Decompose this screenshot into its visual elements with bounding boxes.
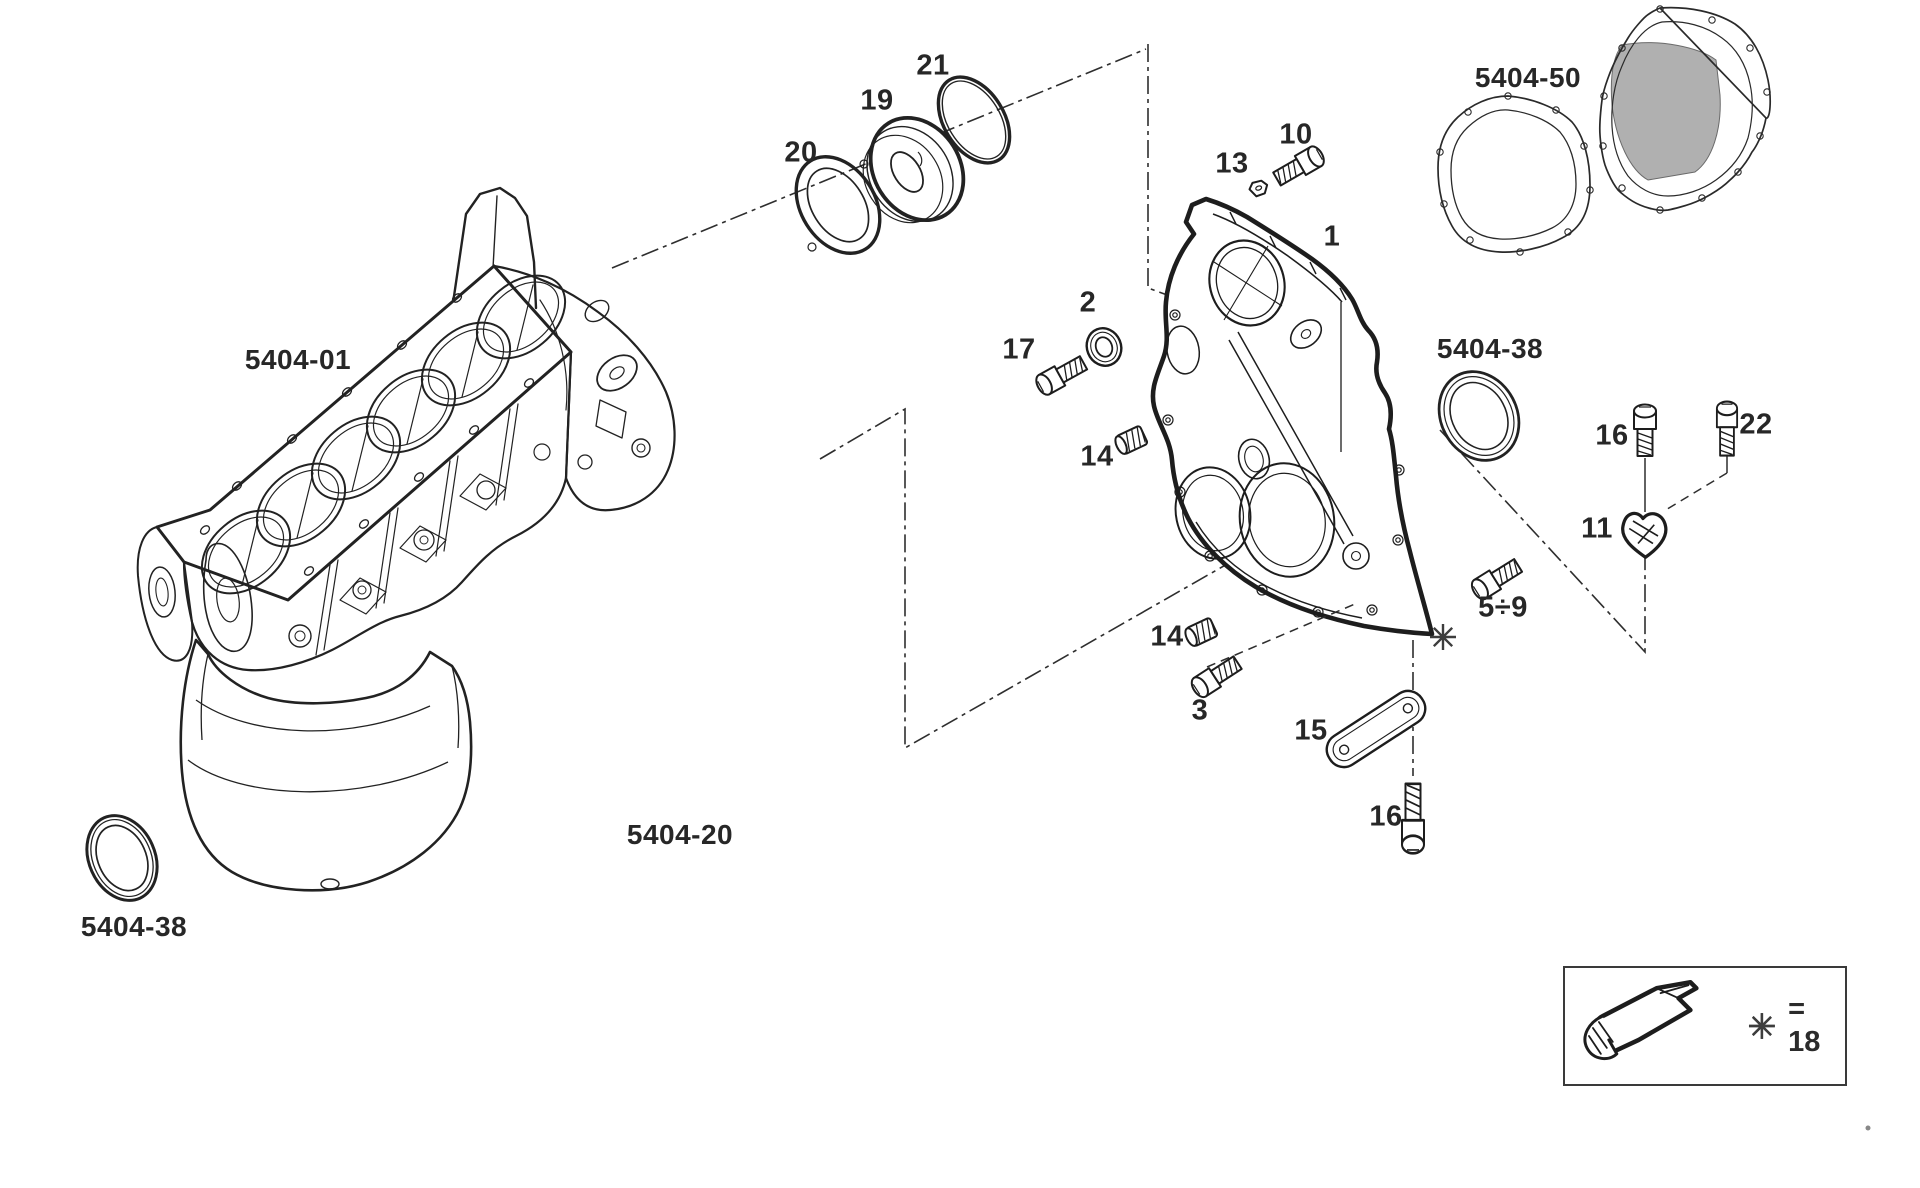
asterisk-mark-icon xyxy=(1428,622,1458,652)
bolt-16-bottom-drawing xyxy=(1400,782,1426,855)
gasket-5404-50-right-drawing xyxy=(1598,5,1772,214)
gasket-20-drawing xyxy=(794,155,882,255)
bolt-5-9-drawing xyxy=(1467,555,1525,604)
fasteners xyxy=(1032,142,1739,855)
flywheel-housing-drawing xyxy=(1150,196,1435,637)
bolt-17-drawing xyxy=(1032,352,1090,399)
washer-2-drawing xyxy=(1085,327,1123,367)
plug-14-lower-drawing xyxy=(1181,616,1220,650)
bolt-10-drawing xyxy=(1270,142,1329,190)
seal-ring-lower-left-drawing xyxy=(85,814,159,902)
bolt-22-drawing xyxy=(1715,400,1739,457)
bracket-11-drawing xyxy=(1621,511,1668,559)
sealant-tube-icon xyxy=(1583,979,1699,1061)
seal-ring-right-drawing xyxy=(1437,370,1521,462)
construction-lines-back xyxy=(611,44,1646,750)
gasket-5404-50-left-drawing xyxy=(1436,92,1594,256)
plate-15-drawing xyxy=(1325,689,1427,769)
cover-19-drawing xyxy=(862,115,966,224)
asterisk-icon xyxy=(1748,1011,1777,1041)
print-dot xyxy=(1865,1125,1871,1131)
plug-14-upper-drawing xyxy=(1111,424,1150,458)
legend-equals-label: = 18 xyxy=(1788,993,1821,1058)
bolt-16-right-drawing xyxy=(1633,403,1657,457)
engine-block-drawing xyxy=(136,186,676,672)
bolt-3-drawing xyxy=(1187,652,1245,701)
o-ring-21-drawing xyxy=(936,75,1012,165)
legend-box: = 18 xyxy=(1563,966,1847,1086)
oil-pan-drawing xyxy=(179,638,473,892)
nut-13-drawing xyxy=(1248,179,1269,198)
timing-cover-drawing xyxy=(1208,211,1347,452)
